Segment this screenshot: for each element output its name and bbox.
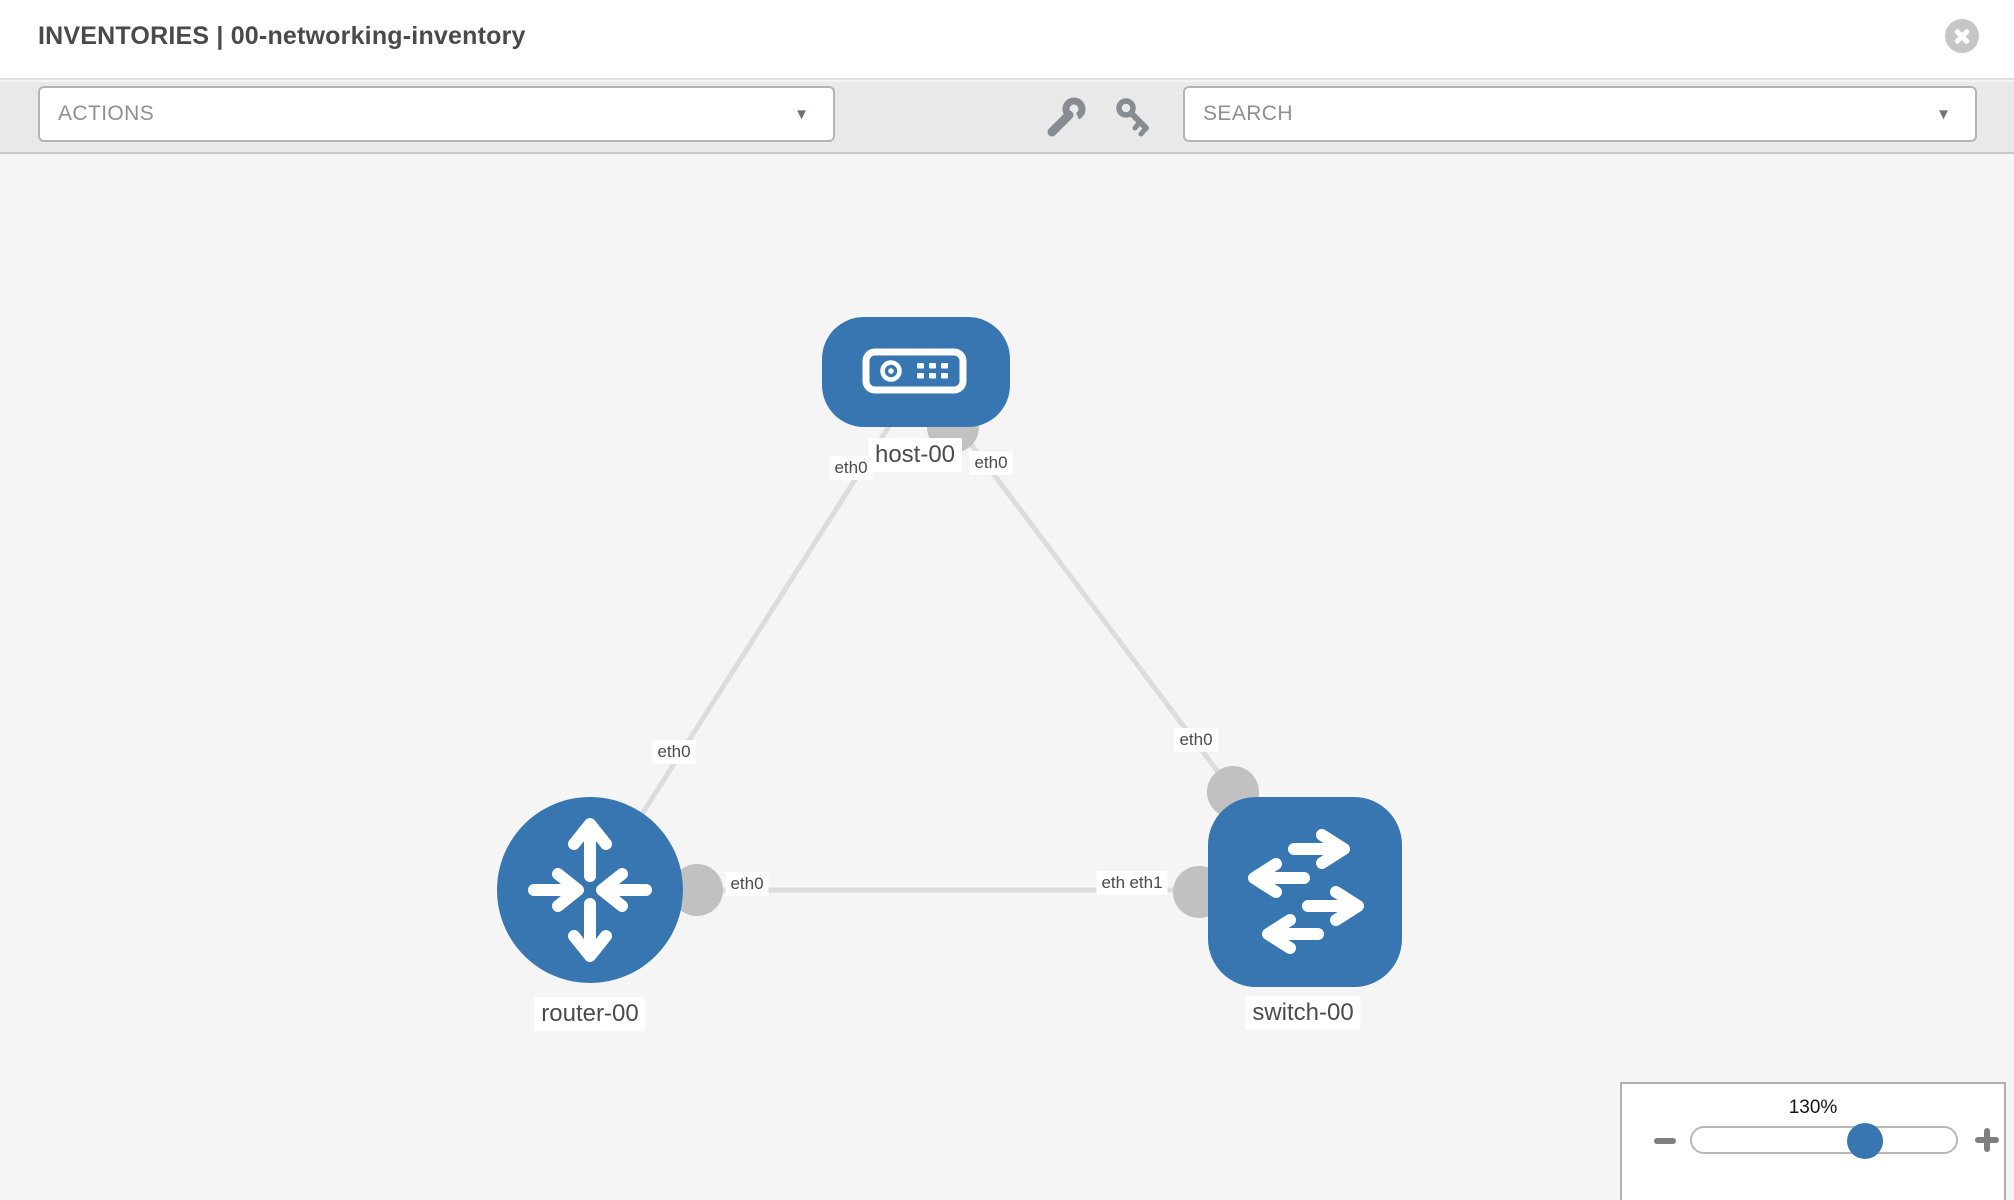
zoom-slider-thumb[interactable] bbox=[1847, 1123, 1883, 1159]
zoom-level-value: 130% bbox=[1788, 1097, 1838, 1118]
interface-label-trunk-switch-end: eth1 bbox=[1124, 871, 1168, 895]
link-group bbox=[590, 418, 1300, 893]
interface-dot-group bbox=[671, 401, 1259, 918]
interface-label-host-eth0-left: eth0 bbox=[829, 456, 873, 480]
wrench-icon[interactable] bbox=[1044, 96, 1088, 140]
chevron-down-icon: ▼ bbox=[1936, 106, 1951, 123]
toolbar: ACTIONS ▼ SEARCH ▼ bbox=[0, 82, 2014, 154]
page-title: INVENTORIES | 00-networking-inventory bbox=[38, 22, 526, 50]
node-label-switch: switch-00 bbox=[1245, 996, 1361, 1030]
host-icon bbox=[862, 348, 967, 394]
node-switch-00[interactable] bbox=[1208, 797, 1402, 987]
zoom-slider-track[interactable] bbox=[1690, 1126, 1958, 1154]
interface-label-trunk-router-end: eth0 bbox=[725, 872, 769, 896]
node-label-host: host-00 bbox=[867, 438, 963, 472]
actions-dropdown-label: ACTIONS bbox=[58, 102, 155, 125]
node-label-router: router-00 bbox=[534, 997, 646, 1031]
search-dropdown[interactable]: SEARCH ▼ bbox=[1183, 86, 1977, 142]
chevron-down-icon: ▼ bbox=[794, 106, 809, 123]
interface-label-router-uplink: eth0 bbox=[652, 740, 696, 764]
plus-icon[interactable] bbox=[1975, 1128, 1999, 1152]
interface-dot-router[interactable] bbox=[671, 864, 723, 916]
search-dropdown-label: SEARCH bbox=[1203, 102, 1293, 125]
key-icon[interactable] bbox=[1112, 96, 1156, 140]
interface-label-switch-uplink: eth0 bbox=[1174, 728, 1218, 752]
node-host-00[interactable] bbox=[822, 317, 1010, 427]
link-host-router[interactable] bbox=[597, 418, 896, 882]
page-header: INVENTORIES | 00-networking-inventory bbox=[0, 0, 2014, 80]
router-icon bbox=[528, 818, 652, 962]
interface-label-host-eth0-right: eth0 bbox=[969, 451, 1013, 475]
switch-icon bbox=[1248, 829, 1364, 954]
node-router-00[interactable] bbox=[497, 797, 683, 983]
close-icon[interactable] bbox=[1945, 19, 1979, 53]
actions-dropdown[interactable]: ACTIONS ▼ bbox=[38, 86, 835, 142]
zoom-control-panel: 130% bbox=[1620, 1082, 2006, 1200]
minus-icon[interactable] bbox=[1654, 1138, 1676, 1144]
